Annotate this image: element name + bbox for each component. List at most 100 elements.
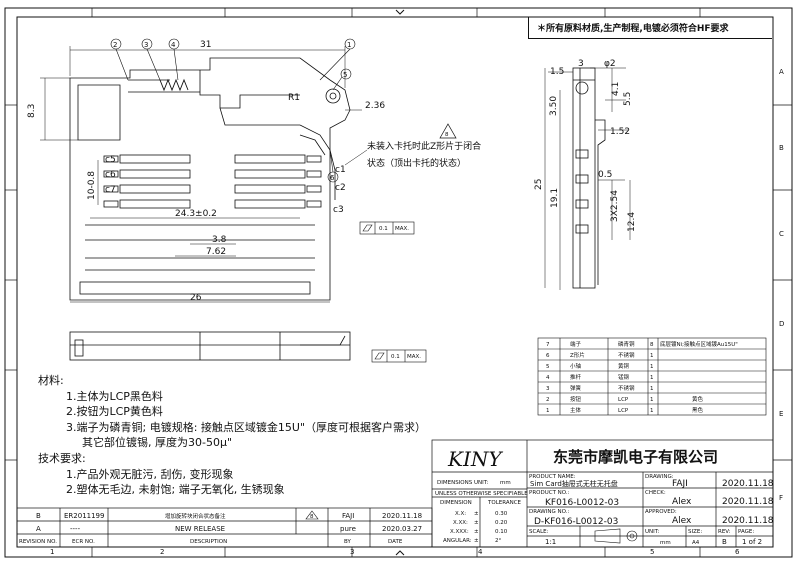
svg-text:弹簧: 弹簧 — [570, 384, 582, 392]
svg-text:REV:: REV: — [718, 529, 731, 535]
projection-symbol — [594, 528, 638, 544]
border-zone-labels: 1 2 3 4 5 6 A B C D E F — [50, 68, 784, 556]
svg-text:7.62: 7.62 — [206, 247, 226, 257]
flatness-box-1: 0.1 MAX. — [359, 221, 415, 235]
svg-text:D-KF016-L0012-03: D-KF016-L0012-03 — [534, 517, 618, 527]
svg-text:LCP: LCP — [618, 397, 629, 403]
svg-text:UNLESS OTHERWISE SPECIFIABLE: UNLESS OTHERWISE SPECIFIABLE — [435, 491, 528, 497]
svg-text:状态（顶出卡托的状态）: 状态（顶出卡托的状态） — [367, 157, 466, 169]
svg-text:6: 6 — [546, 353, 550, 359]
svg-text:31: 31 — [200, 40, 211, 50]
svg-text:不锈钢: 不锈钢 — [618, 351, 635, 359]
svg-text:PAGE:: PAGE: — [738, 529, 754, 535]
svg-text:2020.11.18: 2020.11.18 — [722, 497, 774, 507]
svg-text:LCP: LCP — [618, 408, 629, 414]
svg-text:c3: c3 — [333, 205, 344, 215]
svg-text:4: 4 — [171, 41, 176, 49]
svg-text:1: 1 — [650, 375, 654, 381]
svg-text:±: ± — [474, 538, 479, 544]
revision-rows: B ER2011199 增加旋转块闭合状态备注 8 FAJI 2020.11.1… — [19, 510, 422, 545]
svg-text:3.50: 3.50 — [549, 96, 559, 116]
svg-text:E: E — [779, 410, 783, 418]
svg-text:3: 3 — [546, 386, 550, 392]
svg-text:mm: mm — [660, 540, 671, 546]
svg-text:MAX.: MAX. — [395, 226, 409, 232]
svg-text:5: 5 — [343, 71, 347, 79]
svg-text:X.XX:: X.XX: — [453, 520, 468, 526]
svg-text:3X2.54: 3X2.54 — [610, 190, 620, 222]
svg-text:黑色: 黑色 — [692, 406, 704, 414]
outer-border — [4, 7, 793, 558]
svg-text:19.1: 19.1 — [550, 188, 560, 208]
svg-text:MAX.: MAX. — [407, 354, 421, 360]
notes-section: 材料: 1.主体为LCP黑色料 2.按钮为LCP黄色料 3.端子为磷青铜; 电镀… — [38, 373, 426, 498]
svg-text:mm: mm — [500, 480, 511, 486]
svg-text:4: 4 — [546, 375, 550, 381]
flatness-box-2: 0.1 MAX. — [371, 349, 427, 363]
svg-text:ECR NO.: ECR NO. — [72, 539, 95, 545]
svg-text:4: 4 — [478, 548, 483, 556]
svg-text:0.30: 0.30 — [495, 511, 508, 517]
svg-text:锰钢: 锰钢 — [618, 373, 630, 381]
company-logo: KINY — [447, 447, 503, 471]
svg-text:DRAWING NO.:: DRAWING NO.: — [529, 509, 569, 515]
svg-text:SIZE:: SIZE: — [688, 529, 702, 535]
svg-text:黄铜: 黄铜 — [618, 362, 630, 370]
svg-text:1: 1 — [347, 41, 351, 49]
svg-text:5: 5 — [546, 364, 550, 370]
svg-text:ANGULAR:: ANGULAR: — [443, 538, 472, 544]
bom-row: 4 推杆 锰钢 1 — [546, 373, 654, 381]
material-note: 其它部位镀锡, 厚度为30-50μ" — [82, 436, 233, 450]
svg-text:24.3±0.2: 24.3±0.2 — [175, 209, 217, 219]
material-note: 2.按钮为LCP黄色料 — [66, 405, 163, 419]
materials-title: 材料: — [38, 374, 64, 387]
svg-text:DESCRIPTION: DESCRIPTION — [190, 539, 227, 545]
svg-text:2: 2 — [113, 41, 117, 49]
svg-text:8: 8 — [650, 342, 654, 348]
svg-text:推杆: 推杆 — [570, 373, 582, 381]
svg-text:3: 3 — [578, 59, 584, 69]
revision-row: B ER2011199 增加旋转块闭合状态备注 8 FAJI 2020.11.1… — [36, 510, 422, 520]
svg-text:8.3: 8.3 — [27, 104, 37, 118]
svg-text:PRODUCT NAME:: PRODUCT NAME: — [529, 474, 576, 480]
svg-text:25: 25 — [534, 179, 544, 190]
svg-text:2020.11.18: 2020.11.18 — [722, 516, 774, 526]
svg-text:3.8: 3.8 — [212, 235, 227, 245]
svg-text:DIMENSION: DIMENSION — [440, 500, 472, 506]
svg-text:26: 26 — [190, 293, 202, 303]
svg-text:0.10: 0.10 — [495, 529, 508, 535]
svg-text:2020.11.18: 2020.11.18 — [382, 512, 422, 520]
svg-text:Sim Card抽屉式无柱无托盘: Sim Card抽屉式无柱无托盘 — [530, 479, 618, 488]
svg-text:ER2011199: ER2011199 — [64, 512, 104, 520]
part-balloon-labels: 1 2 3 4 5 6 — [113, 41, 351, 182]
bom-row: 1 主体 LCP 1 黑色 — [546, 406, 704, 414]
svg-text:1: 1 — [650, 353, 654, 359]
top-view-dims: 31 8.3 2.36 R1 24.3±0.2 3.8 7.62 26 10-0… — [27, 40, 385, 303]
right-view-dims: 1.5 3 φ2 4.1 5.5 3.50 1.52 25 19.1 0.5 3… — [534, 59, 637, 232]
svg-text:1: 1 — [546, 408, 550, 414]
svg-text:DIMENSIONS UNIT:: DIMENSIONS UNIT: — [437, 480, 489, 486]
svg-text:±: ± — [474, 520, 479, 526]
svg-text:1: 1 — [50, 548, 54, 556]
svg-text:NEW RELEASE: NEW RELEASE — [175, 525, 225, 533]
svg-text:A4: A4 — [692, 540, 700, 546]
svg-text:APPROVED:: APPROVED: — [645, 509, 677, 515]
svg-text:B: B — [779, 144, 784, 152]
svg-text:2: 2 — [160, 548, 164, 556]
svg-text:1: 1 — [650, 408, 654, 414]
svg-text:主体: 主体 — [570, 406, 582, 414]
hf-requirement-note: ＊所有原料材质,生产制程,电镀必须符合HF要求 — [528, 17, 772, 39]
svg-text:按钮: 按钮 — [570, 395, 582, 403]
svg-text:CHECK:: CHECK: — [645, 490, 666, 496]
material-note: 1.主体为LCP黑色料 — [66, 389, 163, 403]
svg-text:小轴: 小轴 — [570, 362, 582, 370]
svg-text:4.1: 4.1 — [611, 82, 621, 96]
closed-state-callout: 8 未装入卡托时此Z形片于闭合 状态（顶出卡托的状态） — [344, 123, 481, 169]
svg-text:2°: 2° — [495, 538, 501, 544]
svg-text:2.36: 2.36 — [365, 101, 385, 111]
